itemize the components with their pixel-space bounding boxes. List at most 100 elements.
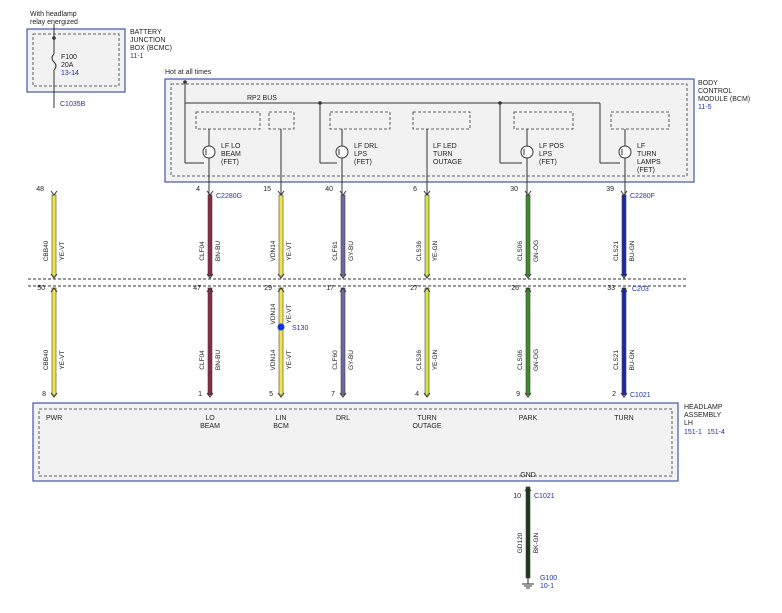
fuse-symbol [51,53,57,71]
pin-number-mid: 29 [264,285,272,292]
connector-arrow [277,190,285,196]
fet-label-line: (FET) [354,159,372,166]
pin-number-mid: 26 [511,285,519,292]
pin-number-mid: 27 [410,285,418,292]
headlamp-pin-function: PARK [519,415,538,422]
wire-color-mid: YE-VT [286,304,293,323]
fet-label-line: TURN [637,151,656,158]
wire-segment-lower [207,287,213,396]
top-note-line: relay energized [30,19,78,26]
headlamp-title-line: LH [684,420,693,427]
connector-arrow [206,273,214,279]
circuit-code-upper: VDN14 [270,240,277,261]
fet-label-line: LF DRL [354,143,378,150]
pin-number-bottom: 4 [415,391,419,398]
control-box [610,111,670,130]
wire-segment-upper [525,194,531,277]
control-box [329,111,391,130]
circuit-code-upper: CLS21 [613,241,620,261]
connector-arrow [620,190,628,196]
circuit-code-upper: CLF04 [199,241,206,261]
wire-segment-upper [207,194,213,277]
pin-number-mid: 50 [37,285,45,292]
connector-arrow [423,190,431,196]
headlamp-pin-function: DRL [336,415,350,422]
wire-segment-upper [278,194,284,277]
circuit-code-lower: VDN14 [270,349,277,370]
pin-number-mid: 17 [326,285,334,292]
circuit-code-lower: CLF60 [332,350,339,370]
top-note-line: With headlamp [30,11,77,18]
control-box [412,111,471,130]
bjb-title-line: BOX (BCMC) [130,45,172,52]
splice-label: S130 [292,325,308,332]
wire-color-upper: GN-OG [533,240,540,262]
headlamp-pin-function: BCM [273,423,289,430]
control-box [195,111,261,130]
fet-symbol [520,145,534,159]
wire-color-upper: BN-BU [215,241,222,262]
connector-arrow [339,273,347,279]
wire-segment-upper [51,194,57,277]
connector-bcm-right: C2280F [630,193,655,200]
circuit-code-lower: CLS36 [416,350,423,370]
headlamp-pin-function: LO [205,415,215,422]
connector-headlamp: C1021 [630,392,651,399]
pin-number-top: 4 [196,186,200,193]
pin-number-top: 15 [263,186,271,193]
wire-color-upper: YE-GN [432,240,439,261]
bcm-title-line: BODY [698,80,718,87]
headlamp-title-line: HEADLAMP [684,404,723,411]
ground-label: GND [520,472,536,479]
circuit-code-lower: CBB40 [43,349,50,370]
wire-segment-lower [424,287,430,396]
pin-number-bottom: 1 [198,391,202,398]
circuit-code-mid: VDN14 [270,303,277,324]
fet-label-line: LF LED [433,143,457,150]
headlamp-pin-function: OUTAGE [412,423,441,430]
connector-arrow [423,273,431,279]
bcm-title-line: MODULE (BCM) [698,96,750,103]
control-box [268,111,295,130]
circuit-code-upper: CBB40 [43,240,50,261]
splice-dot [277,323,285,331]
wire-segment-lower [525,287,531,396]
fet-label-line: LPS [539,151,553,158]
headlamp-ref: 151-4 [707,429,725,436]
bcm-title-line: CONTROL [698,88,732,95]
wire-color-lower: BU-GN [629,349,636,370]
fuse-name: F100 [61,54,77,61]
control-box [513,111,574,130]
wire-segment-lower [340,287,346,396]
fet-label-line: OUTAGE [433,159,462,166]
battery-junction-box-inner [32,33,120,87]
fet-label-line: (FET) [221,159,239,166]
pin-number-top: 48 [36,186,44,193]
wire-color-lower: YE-VT [286,350,293,369]
connector-arrow [339,392,347,398]
wire-segment-lower [621,287,627,396]
bcm-hot-label: Hot at all times [165,69,212,76]
connector-arrow [339,190,347,196]
pin-number-bottom: 2 [612,391,616,398]
wire-color-upper: BU-GN [629,240,636,261]
ground-wire [525,486,531,579]
headlamp-pin-function: PWR [46,415,62,422]
connector-arrow [423,392,431,398]
connector-bcm-left: C2280G [216,193,242,200]
fet-label-line: TURN [433,151,452,158]
connector-arrow [50,392,58,398]
bcm-ref: 11-5 [698,104,712,111]
circuit-code-upper: CLF61 [332,241,339,261]
headlamp-ref: 151-1 [684,429,702,436]
ground-pin: 10 [513,493,521,500]
connector-arrow [50,190,58,196]
fet-label-line: (FET) [637,167,655,174]
circuit-code-upper: CLS06 [517,241,524,261]
connector-arrow [524,392,532,398]
connector-arrow [524,287,532,293]
pin-number-bottom: 9 [516,391,520,398]
connector-arrow [50,273,58,279]
bcm-box-inner [170,83,688,177]
